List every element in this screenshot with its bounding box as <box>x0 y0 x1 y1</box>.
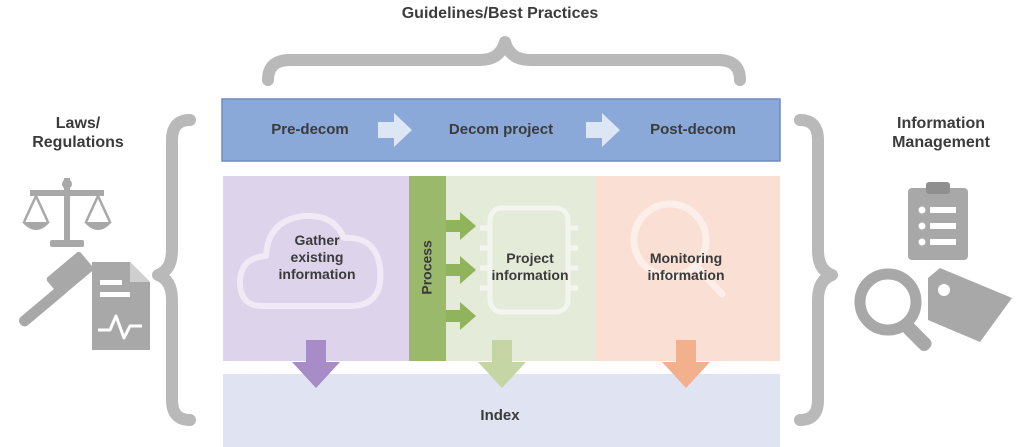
phase-bar <box>221 98 781 162</box>
left-brace <box>152 114 196 426</box>
information-management-label: Information Management <box>866 114 1016 152</box>
phase-arrow-2 <box>586 113 620 147</box>
info-label-line1: Information <box>897 115 985 132</box>
monitoring-line2: information <box>647 266 725 283</box>
top-brace <box>262 36 746 86</box>
down-arrow-orange <box>662 340 710 388</box>
laws-label-line1: Laws/ <box>55 115 101 132</box>
down-arrow-purple <box>292 340 340 388</box>
phase-pre-decom: Pre-decom <box>271 121 349 138</box>
gather-line3: information <box>278 265 356 282</box>
right-brace <box>794 114 838 426</box>
monitoring-text: Monitoring information <box>620 250 752 284</box>
gather-line2: existing <box>290 248 344 265</box>
guidelines-label: Guidelines/Best Practices <box>401 5 599 22</box>
down-arrow-green <box>478 340 526 388</box>
clipboard-icon <box>908 182 968 260</box>
magnifier-watermark-icon <box>630 200 726 298</box>
phase-decom-project: Decom project <box>448 121 554 138</box>
tag-icon <box>928 268 1012 342</box>
gather-text: Gather existing information <box>262 232 372 282</box>
info-label-line2: Management <box>892 134 990 152</box>
project-line1: Project <box>506 250 554 266</box>
gavel-icon <box>18 251 94 327</box>
project-line2: information <box>491 266 569 283</box>
laws-label-line2: Regulations <box>32 134 124 152</box>
process-arrows <box>446 212 476 330</box>
laws-label: Laws/ Regulations <box>18 114 138 152</box>
index-label: Index <box>480 407 520 424</box>
phase-arrow-1 <box>378 113 412 147</box>
cloud-icon <box>237 212 384 309</box>
process-label: Process <box>418 240 435 295</box>
chip-icon <box>480 205 578 315</box>
document-chart-icon <box>92 262 150 350</box>
process-bar <box>409 176 446 361</box>
monitoring-line1: Monitoring <box>649 250 723 266</box>
gather-line1: Gather <box>294 232 340 248</box>
project-text: Project information <box>474 250 586 284</box>
phase-post-decom: Post-decom <box>650 121 736 138</box>
magnifier-icon <box>854 268 932 351</box>
scales-icon <box>22 178 112 247</box>
